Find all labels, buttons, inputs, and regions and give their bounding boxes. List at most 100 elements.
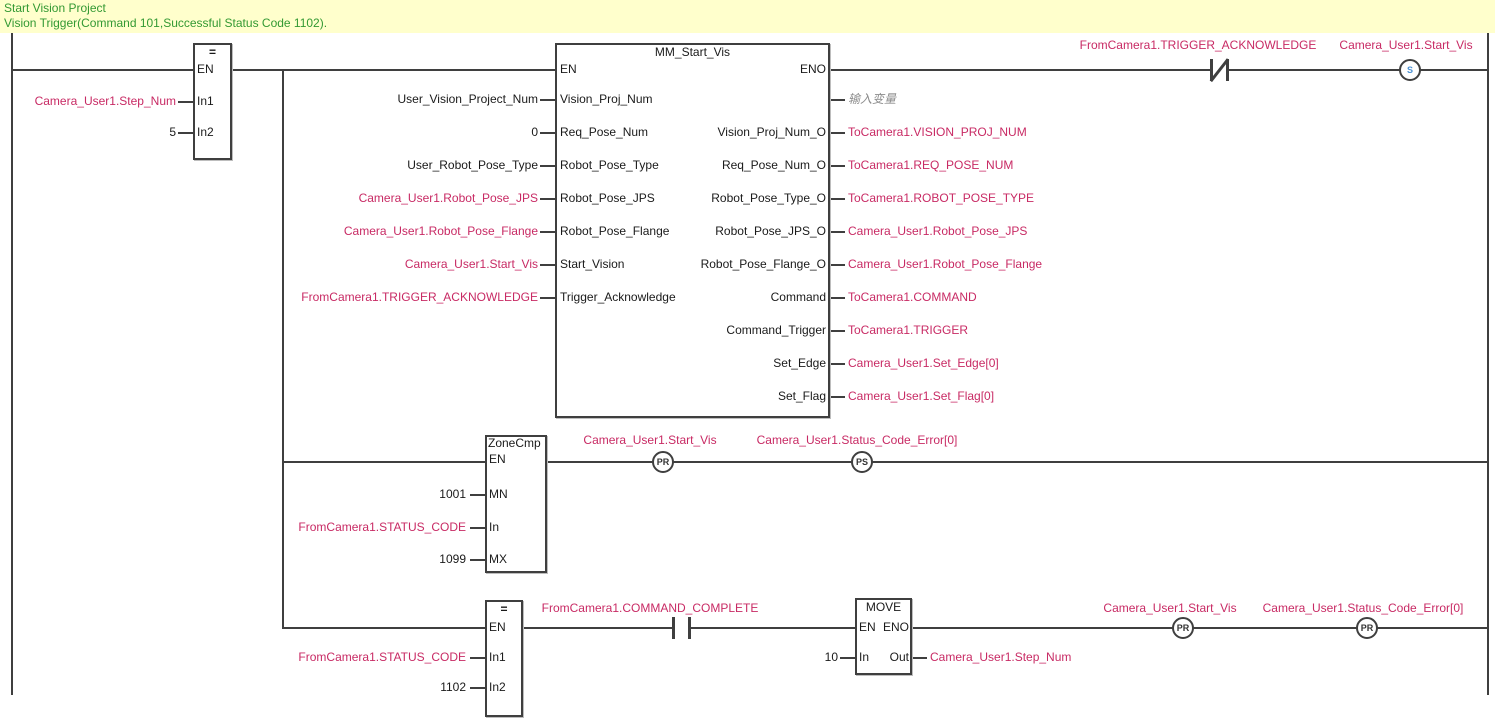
move-title: MOVE <box>865 600 902 614</box>
wire <box>912 627 1489 629</box>
operand-label[interactable]: Camera_User1.Set_Flag[0] <box>848 389 995 403</box>
pin-stub <box>470 687 485 689</box>
pin-stub <box>540 165 555 167</box>
wire <box>282 627 485 629</box>
wire <box>830 69 1489 71</box>
coil-label[interactable]: Camera_User1.Start_Vis <box>1103 601 1237 615</box>
pin-stub <box>830 132 845 134</box>
eq-block-1-title: = <box>208 45 216 59</box>
eq-block-2[interactable] <box>485 600 523 717</box>
coil-symbol: PR <box>1360 623 1374 633</box>
zonecmp-title: ZoneCmp <box>488 436 541 450</box>
operand-label[interactable]: ToCamera1.REQ_POSE_NUM <box>848 158 1014 172</box>
pin-eno: ENO <box>882 620 909 634</box>
operand-label[interactable]: Camera_User1.Set_Edge[0] <box>848 356 999 370</box>
operand-label[interactable]: Camera_User1.Step_Num <box>34 94 176 108</box>
pin-set-edge: Set_Edge <box>773 356 826 370</box>
pin-stub <box>830 297 845 299</box>
operand-label[interactable]: ToCamera1.ROBOT_POSE_TYPE <box>848 191 1035 205</box>
coil-label[interactable]: Camera_User1.Start_Vis <box>583 433 717 447</box>
operand-label[interactable]: 1099 <box>439 552 466 566</box>
operand-label[interactable]: ToCamera1.TRIGGER <box>848 323 969 337</box>
pin-in: In <box>859 650 870 664</box>
mm-block-title: MM_Start_Vis <box>654 45 731 59</box>
coil-symbol: PR <box>1176 623 1190 633</box>
operand-label[interactable]: FromCamera1.STATUS_CODE <box>298 650 466 664</box>
nc-contact[interactable] <box>1226 59 1229 81</box>
operand-label[interactable]: Camera_User1.Step_Num <box>930 650 1072 664</box>
operand-label[interactable]: ToCamera1.VISION_PROJ_NUM <box>848 125 1027 139</box>
operand-label[interactable]: 1102 <box>440 680 466 694</box>
coil-label[interactable]: Camera_User1.Status_Code_Error[0] <box>756 433 958 447</box>
mm-start-vis-block[interactable] <box>555 43 830 418</box>
pin-in: In <box>489 520 500 534</box>
pin-robot-pose-flange: Robot_Pose_Flange <box>560 224 670 238</box>
pin-req-pose-num-o: Req_Pose_Num_O <box>721 158 826 172</box>
pin-robot-pose-type: Robot_Pose_Type <box>560 158 659 172</box>
pin-en: EN <box>489 452 506 466</box>
wire <box>547 461 1489 463</box>
network-comment[interactable]: Start Vision Project Vision Trigger(Comm… <box>0 0 1495 33</box>
operand-label[interactable]: 5 <box>169 125 176 139</box>
pin-req-pose-num: Req_Pose_Num <box>560 125 649 139</box>
no-contact[interactable] <box>672 617 675 639</box>
pin-stub <box>178 101 193 103</box>
operand-label[interactable]: 1001 <box>439 487 466 501</box>
set-coil[interactable]: S <box>1399 59 1421 81</box>
contact-label[interactable]: FromCamera1.TRIGGER_ACKNOWLEDGE <box>1079 38 1317 52</box>
operand-label[interactable]: Camera_User1.Robot_Pose_Flange <box>848 257 1043 271</box>
zonecmp-block[interactable] <box>485 435 547 573</box>
pin-vision-proj-num-o: Vision_Proj_Num_O <box>717 125 827 139</box>
operand-label[interactable]: Camera_User1.Robot_Pose_JPS <box>848 224 1028 238</box>
pin-en: EN <box>489 620 506 634</box>
coil-label[interactable]: Camera_User1.Status_Code_Error[0] <box>1262 601 1464 615</box>
coil-label[interactable]: Camera_User1.Start_Vis <box>1339 38 1473 52</box>
pr-coil[interactable]: PR <box>1172 617 1194 639</box>
operand-label[interactable]: 0 <box>531 125 538 139</box>
operand-label[interactable]: Camera_User1.Robot_Pose_JPS <box>358 191 538 205</box>
pin-stub <box>830 396 845 398</box>
comment-line-2: Vision Trigger(Command 101,Successful St… <box>4 16 328 30</box>
pr-coil[interactable]: PR <box>652 451 674 473</box>
contact-gap <box>675 621 688 635</box>
operand-label[interactable]: User_Vision_Project_Num <box>397 92 538 106</box>
ps-coil[interactable]: PS <box>851 451 873 473</box>
contact-label[interactable]: FromCamera1.COMMAND_COMPLETE <box>541 601 759 615</box>
operand-label[interactable]: User_Robot_Pose_Type <box>407 158 538 172</box>
pin-robot-pose-jps-o: Robot_Pose_JPS_O <box>715 224 826 238</box>
pin-mn: MN <box>489 487 508 501</box>
pin-in2: In2 <box>489 680 506 694</box>
coil-symbol: PS <box>855 457 868 467</box>
move-block[interactable] <box>855 598 912 675</box>
wire <box>11 69 193 71</box>
pr-coil[interactable]: PR <box>1356 617 1378 639</box>
pin-stub <box>830 231 845 233</box>
pin-stub <box>470 657 485 659</box>
pin-stub <box>830 99 845 101</box>
pin-command-trigger: Command_Trigger <box>726 323 826 337</box>
operand-label[interactable]: FromCamera1.TRIGGER_ACKNOWLEDGE <box>301 290 538 304</box>
nc-contact[interactable] <box>1210 59 1213 81</box>
pin-stub <box>540 198 555 200</box>
pin-stub <box>830 264 845 266</box>
pin-mx: MX <box>489 552 507 566</box>
pin-stub <box>912 657 927 659</box>
pin-en: EN <box>560 62 577 76</box>
pin-stub <box>830 363 845 365</box>
pin-stub <box>540 132 555 134</box>
pin-stub <box>540 297 555 299</box>
pin-robot-pose-jps: Robot_Pose_JPS <box>560 191 655 205</box>
operand-label[interactable]: Camera_User1.Start_Vis <box>404 257 538 271</box>
pin-in1: In1 <box>197 94 214 108</box>
operand-label[interactable]: ToCamera1.COMMAND <box>848 290 977 304</box>
coil-symbol: S <box>1406 65 1413 75</box>
pin-stub <box>540 264 555 266</box>
operand-label[interactable]: FromCamera1.STATUS_CODE <box>298 520 466 534</box>
branch-wire <box>282 69 284 629</box>
operand-label[interactable]: Camera_User1.Robot_Pose_Flange <box>343 224 538 238</box>
pin-start-vision: Start_Vision <box>560 257 625 271</box>
operand-label[interactable]: 10 <box>824 650 838 664</box>
no-contact[interactable] <box>688 617 691 639</box>
eq-block-1[interactable] <box>193 43 232 160</box>
